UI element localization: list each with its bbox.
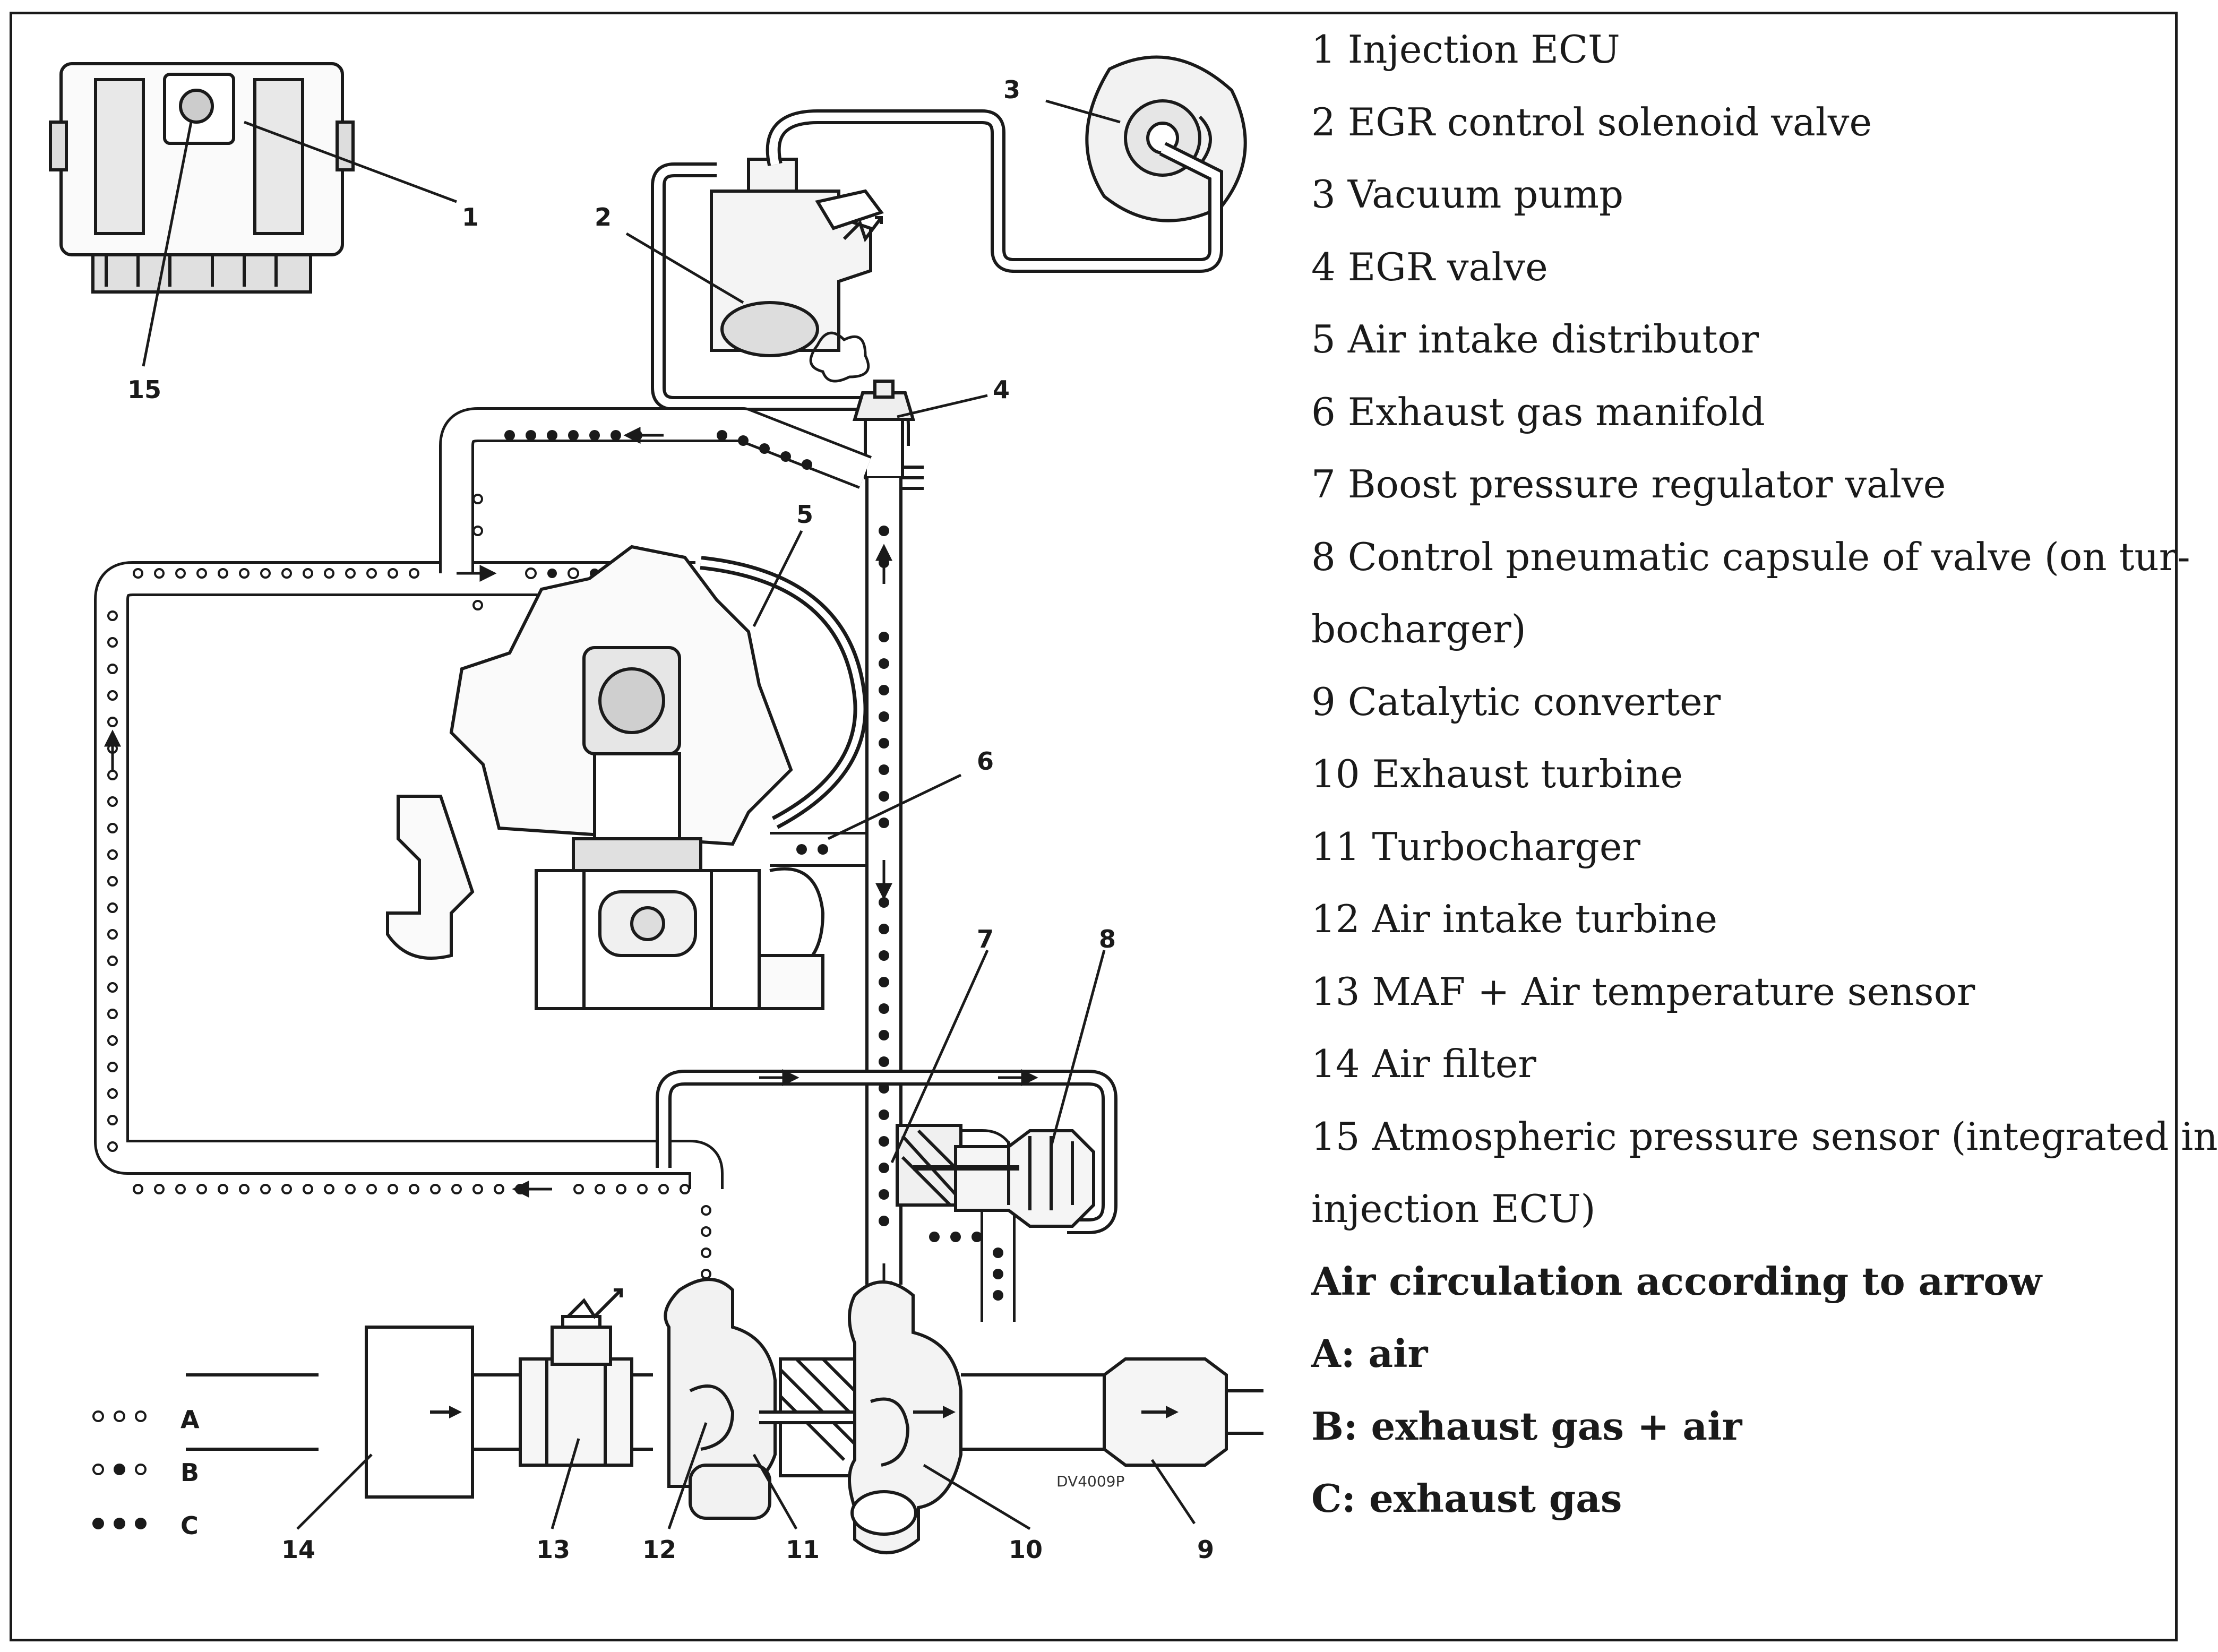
callout-14: 14 [281, 1535, 315, 1564]
legend-item: 10 Exhaust turbine [1311, 752, 1683, 796]
callout-2: 2 [595, 203, 612, 231]
air-filter [365, 1326, 474, 1499]
exhaust-cloud-icon [809, 331, 870, 383]
legend-item: 8 Control pneumatic capsule of valve (on… [1311, 534, 2190, 579]
callout-3: 3 [1003, 75, 1020, 104]
drawing-code: DV4009P [1056, 1473, 1124, 1490]
maf-signal-icon [566, 1288, 623, 1319]
exhaust-turbine [848, 1280, 962, 1554]
electric-signal-icon [843, 216, 883, 243]
legend-item: 4 EGR valve [1311, 244, 1548, 289]
legend-item: B: exhaust gas + air [1311, 1403, 1742, 1449]
flow-key: A B C [92, 1405, 200, 1540]
flow-key-b-dots [92, 1464, 147, 1475]
legend-item: 7 Boost pressure regulator valve [1311, 462, 1946, 506]
callout-15: 15 [127, 375, 161, 404]
callout-numbers: 1 2 3 4 5 6 7 8 9 10 11 12 13 14 15 [127, 75, 1214, 1564]
injection-ecu [49, 62, 355, 294]
legend-item: injection ECU) [1311, 1186, 1596, 1231]
flow-key-b-label: B [180, 1458, 199, 1487]
callout-7: 7 [977, 925, 994, 953]
engine-block [386, 545, 825, 1010]
legend-item: bocharger) [1311, 607, 1526, 651]
legend-item: 3 Vacuum pump [1311, 172, 1624, 217]
callout-13: 13 [536, 1535, 570, 1564]
legend-item: 2 EGR control solenoid valve [1311, 99, 1872, 144]
flow-key-a-label: A [180, 1405, 200, 1434]
flow-dots-air [107, 494, 711, 1279]
legend-item: Air circulation according to arrow [1311, 1258, 2042, 1304]
legend-item: 5 Air intake distributor [1311, 317, 1759, 362]
catalytic-converter [961, 1357, 1263, 1467]
legend-item: 13 MAF + Air temperature sensor [1311, 969, 1975, 1014]
leader-lines [142, 99, 1196, 1530]
legend-item: 12 Air intake turbine [1311, 897, 1718, 941]
legend-item: 1 Injection ECU [1311, 27, 1620, 72]
callout-6: 6 [977, 747, 994, 776]
flow-key-c-label: C [180, 1511, 199, 1540]
air-intake-turbine [664, 1278, 777, 1520]
callout-1: 1 [462, 203, 479, 231]
callout-5: 5 [796, 500, 813, 529]
callout-12: 12 [642, 1535, 676, 1564]
egr-solenoid-valve [710, 158, 884, 357]
maf-sensor [519, 1315, 633, 1467]
flow-dots-exhaust [504, 430, 1003, 1301]
legend-item: 15 Atmospheric pressure sensor (integrat… [1311, 1114, 2218, 1159]
flow-key-a-dots [92, 1410, 147, 1422]
callout-10: 10 [1009, 1535, 1043, 1564]
legend-item: 11 Turbocharger [1311, 824, 1640, 869]
callout-9: 9 [1197, 1535, 1214, 1564]
air-filter-arrow [449, 1406, 462, 1418]
legend-item: 14 Air filter [1311, 1042, 1536, 1086]
exhaust-outlet-arrow [943, 1406, 956, 1418]
catalytic-arrow [1166, 1406, 1179, 1418]
control-pneumatic-capsule [913, 1129, 1095, 1228]
legend-item: 6 Exhaust gas manifold [1311, 389, 1765, 434]
callout-8: 8 [1099, 925, 1116, 953]
egr-turbo-diagram: 1 2 3 4 5 6 7 8 9 10 11 12 13 14 15 DV40… [49, 55, 1263, 1564]
legend-item: A: air [1311, 1331, 1428, 1376]
legend-item: 9 Catalytic converter [1311, 679, 1721, 724]
flow-key-c-dots [92, 1518, 147, 1529]
legend-item: C: exhaust gas [1311, 1476, 1622, 1521]
callout-11: 11 [786, 1535, 820, 1564]
callout-4: 4 [993, 375, 1010, 404]
